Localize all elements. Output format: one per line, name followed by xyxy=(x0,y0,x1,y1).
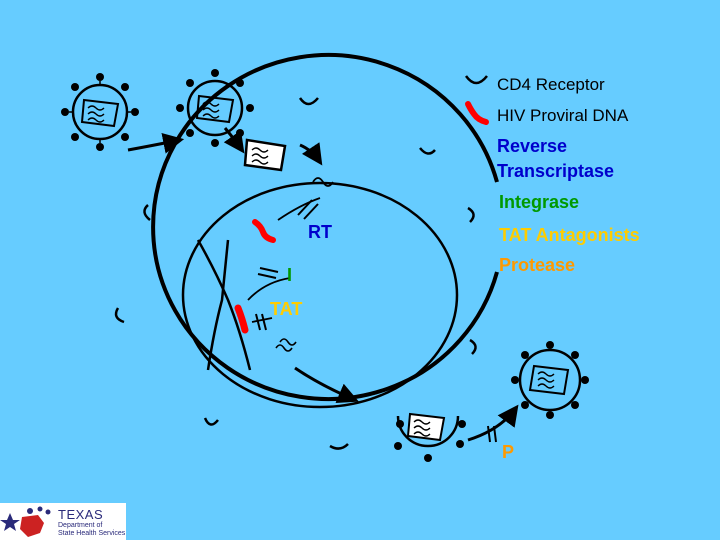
cd4-receptor-mark xyxy=(298,97,319,106)
host-cell xyxy=(151,53,499,401)
cd4-receptor-mark xyxy=(329,443,349,450)
cd4-receptors xyxy=(114,97,477,450)
capsid-uncoated xyxy=(243,138,287,172)
label-integrase: I xyxy=(287,265,293,285)
legend-reverse-transcriptase-line1: Reverse xyxy=(497,136,568,156)
legend-cd4-receptor: CD4 Receptor xyxy=(497,75,605,94)
cd4-receptor-mark xyxy=(143,204,151,221)
nucleus xyxy=(181,181,459,409)
arrow-entry xyxy=(223,127,245,154)
arrow-reverse-transcription xyxy=(277,197,321,221)
hiv-virion-attaching xyxy=(176,69,254,147)
proviral-dna-fragment xyxy=(252,219,276,243)
label-protease: P xyxy=(502,442,515,462)
hiv-virion-free xyxy=(61,73,139,151)
viral-rna xyxy=(312,177,334,187)
texas-dshs-logo: TEXAS Department of State Health Service… xyxy=(0,503,126,540)
logo-name: TEXAS xyxy=(58,507,104,522)
cd4-receptor-mark xyxy=(203,417,219,426)
label-tat: TAT xyxy=(270,299,303,319)
legend-protease: Protease xyxy=(499,255,576,275)
legend-tat-antagonists: TAT Antagonists xyxy=(499,225,640,245)
hiv-virion-budding xyxy=(394,412,466,462)
cd4-receptor-mark xyxy=(469,338,477,355)
integrase-inhibition-mark xyxy=(257,267,279,279)
logo-subtitle-line2: State Health Services xyxy=(58,530,126,537)
legend-reverse-transcriptase-line2: Transcriptase xyxy=(497,161,615,181)
integrated-proviral-dna xyxy=(234,304,249,334)
cd4-receptor-mark xyxy=(419,147,436,155)
arrow-integration xyxy=(247,277,291,301)
arrow-attachment xyxy=(127,132,185,154)
legend-hiv-proviral-dna: HIV Proviral DNA xyxy=(497,106,629,125)
logo-subtitle-line1: Department of xyxy=(58,522,103,529)
cd4-receptor-legend-icon xyxy=(464,75,488,85)
cd4-receptor-mark xyxy=(114,307,125,324)
protease-inhibition-mark xyxy=(487,425,497,443)
legend-integrase: Integrase xyxy=(499,192,580,212)
arrow-maturation xyxy=(467,404,519,442)
logo-subtitle: Department of State Health Services xyxy=(58,522,125,538)
label-rt: RT xyxy=(308,222,332,242)
host-chromosomes xyxy=(196,239,252,371)
tat-inhibition-mark xyxy=(255,313,267,331)
cd4-receptor-mark xyxy=(467,206,475,223)
proviral-dna-legend-icon xyxy=(465,101,489,125)
arrow-assembly xyxy=(294,366,359,404)
arrow-release-rna xyxy=(299,142,323,166)
viral-mrna xyxy=(275,338,297,352)
hiv-virion-mature xyxy=(511,341,589,419)
arrow-transcription xyxy=(251,317,273,323)
texas-star-logo-icon xyxy=(0,506,51,537)
